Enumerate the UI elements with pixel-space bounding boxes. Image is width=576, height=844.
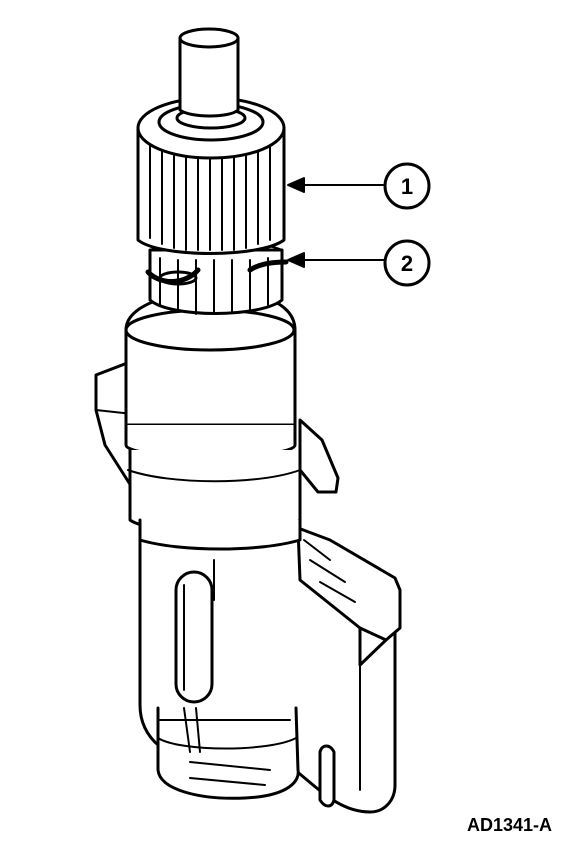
- callout-leaders: [287, 177, 385, 268]
- callout-2: 2: [383, 239, 431, 287]
- callout-2-number: 2: [401, 251, 413, 276]
- callout-1: 1: [383, 162, 431, 210]
- sensor-tip: [156, 706, 300, 800]
- figure-id: AD1341-A: [466, 815, 552, 835]
- retaining-clip: [145, 241, 289, 315]
- drive-gear: [136, 96, 286, 255]
- sensor-body: [124, 288, 302, 551]
- input-shaft: [178, 27, 240, 118]
- callout-1-number: 1: [401, 174, 413, 199]
